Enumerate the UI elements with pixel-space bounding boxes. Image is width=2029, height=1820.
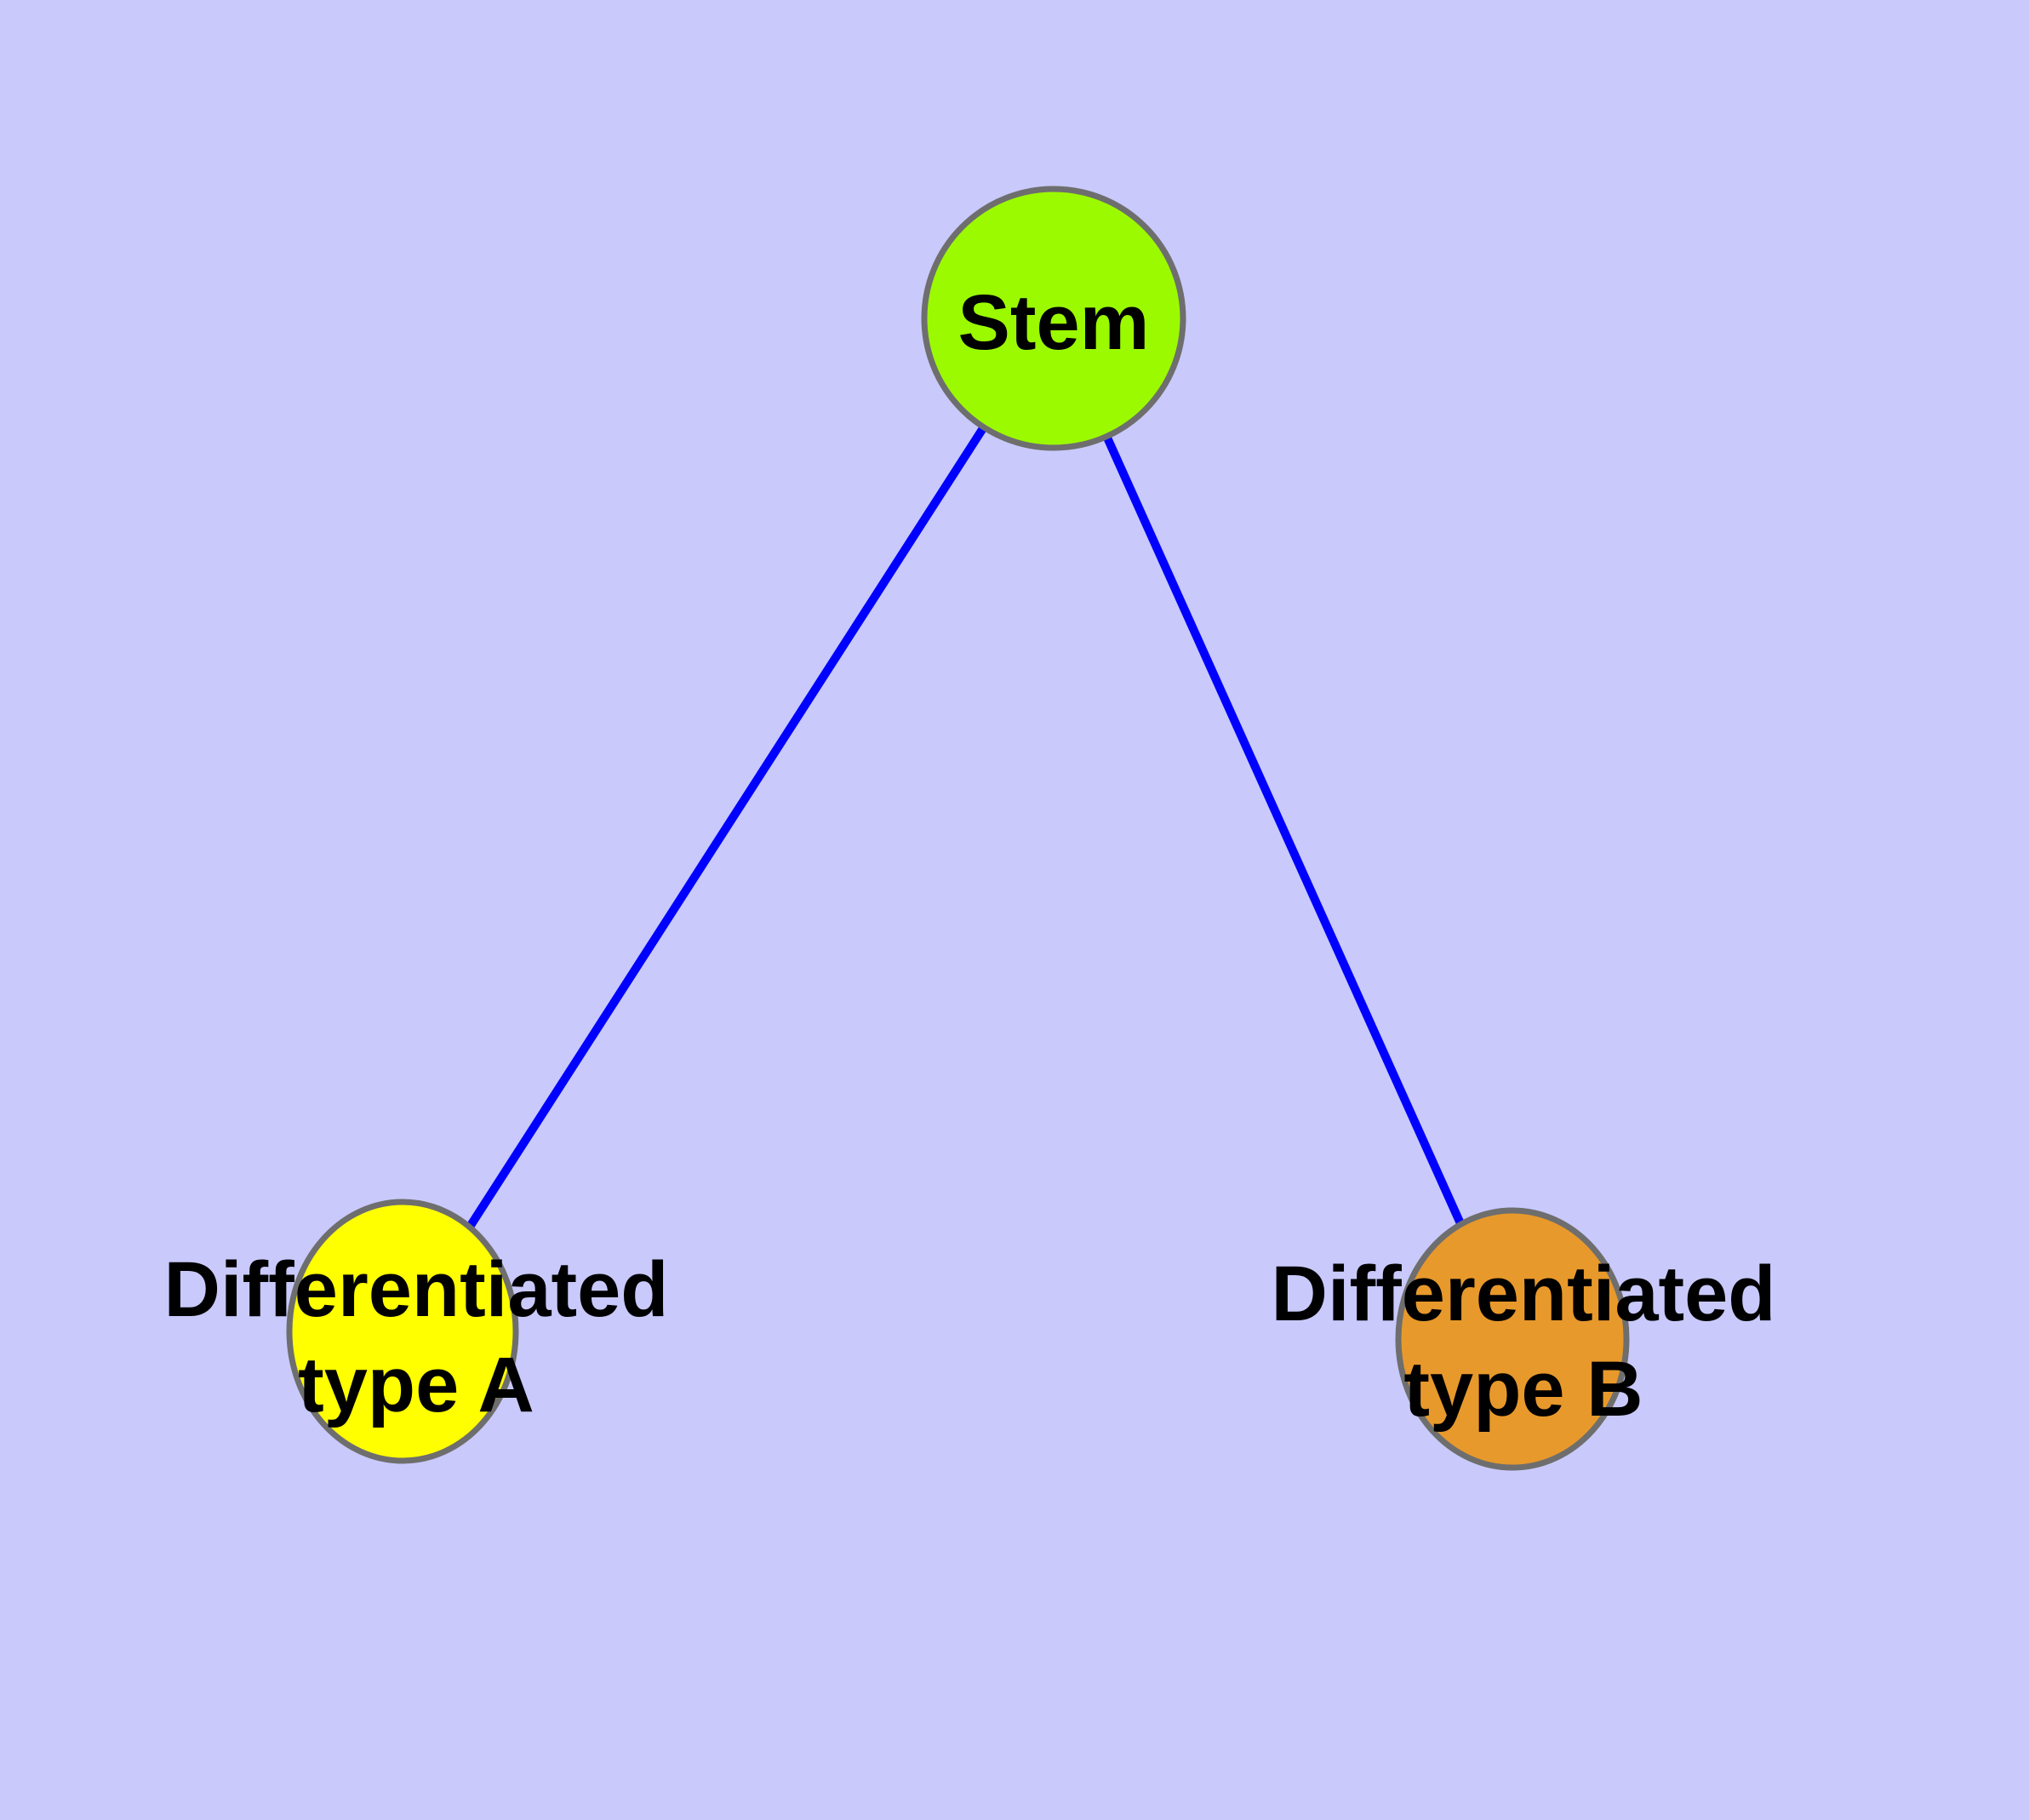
node-label-line: Differentiated [1272, 1251, 1776, 1337]
node-label-line: Stem [958, 279, 1150, 366]
node-label-line: Differentiated [164, 1246, 669, 1333]
node-differentiated-type-a [286, 1199, 519, 1464]
edges-layer [398, 316, 1517, 1342]
edge-stem-to-differentiated-type-a [398, 316, 1058, 1334]
node-label-line: type A [298, 1342, 534, 1428]
node-stem [921, 186, 1186, 451]
node-label-differentiated-type-b: Differentiated type B [1272, 1251, 1776, 1433]
nodes-layer [286, 186, 1630, 1471]
node-label-stem: Stem [958, 279, 1150, 366]
node-label-line: type B [1403, 1346, 1643, 1433]
edge-stem-to-differentiated-type-b [1049, 316, 1517, 1342]
node-label-differentiated-type-a: Differentiated type A [164, 1246, 669, 1428]
node-differentiated-type-b [1395, 1207, 1630, 1471]
